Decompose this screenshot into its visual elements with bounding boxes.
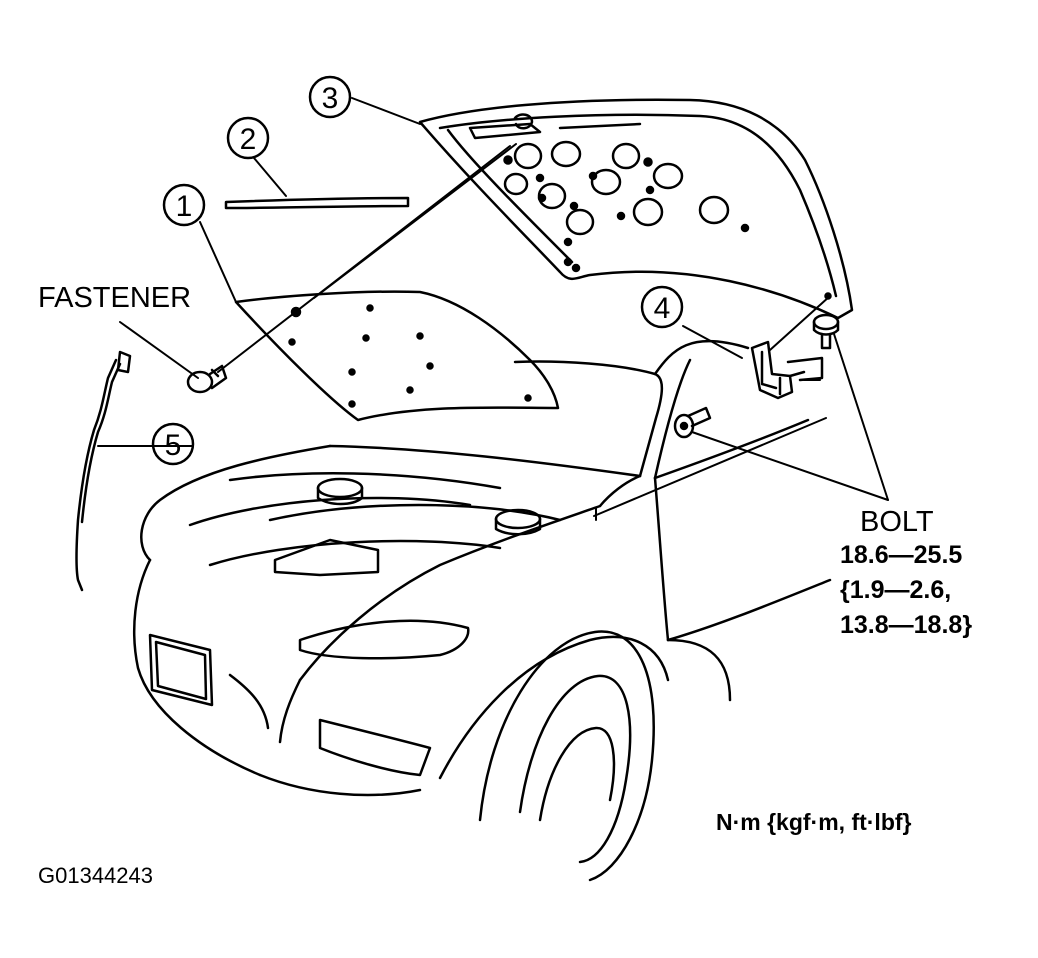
bolt-torque-spec: 18.6—25.5 {1.9—2.6, 13.8—18.8} (840, 541, 972, 646)
callout-5: 5 (151, 422, 195, 466)
bolt-vertical (812, 313, 840, 350)
bolt-torque-nm: 18.6—25.5 (840, 541, 963, 569)
callout-2: 2 (226, 116, 270, 160)
callout-3-number: 3 (322, 82, 339, 115)
weatherstrip (224, 196, 410, 210)
bolt-torque-ftlbf: 13.8—18.8} (840, 611, 973, 639)
figure-id: G01344243 (38, 863, 153, 888)
callout-4: 4 (640, 285, 684, 329)
leader-lines (97, 97, 889, 521)
fastener-label: FASTENER (38, 282, 192, 314)
bolt-torque-kgfm: {1.9—2.6, (840, 576, 952, 604)
hood-cable (75, 350, 132, 592)
callout-2-number: 2 (240, 123, 257, 156)
callout-3: 3 (308, 75, 352, 119)
callout-4-number: 4 (654, 292, 671, 325)
hood-hinge (750, 340, 824, 400)
callout-5-number: 5 (165, 429, 182, 462)
callout-1: 1 (162, 183, 206, 227)
hood-insulator (234, 290, 560, 422)
bolt-horizontal (673, 406, 712, 439)
fastener-clip (186, 364, 228, 394)
bolt-label: BOLT (860, 506, 934, 538)
callout-1-number: 1 (176, 190, 193, 223)
hood (418, 98, 854, 320)
torque-units-legend: N·m {kgf·m, ft·lbf} (716, 809, 912, 835)
car-body (133, 339, 832, 882)
